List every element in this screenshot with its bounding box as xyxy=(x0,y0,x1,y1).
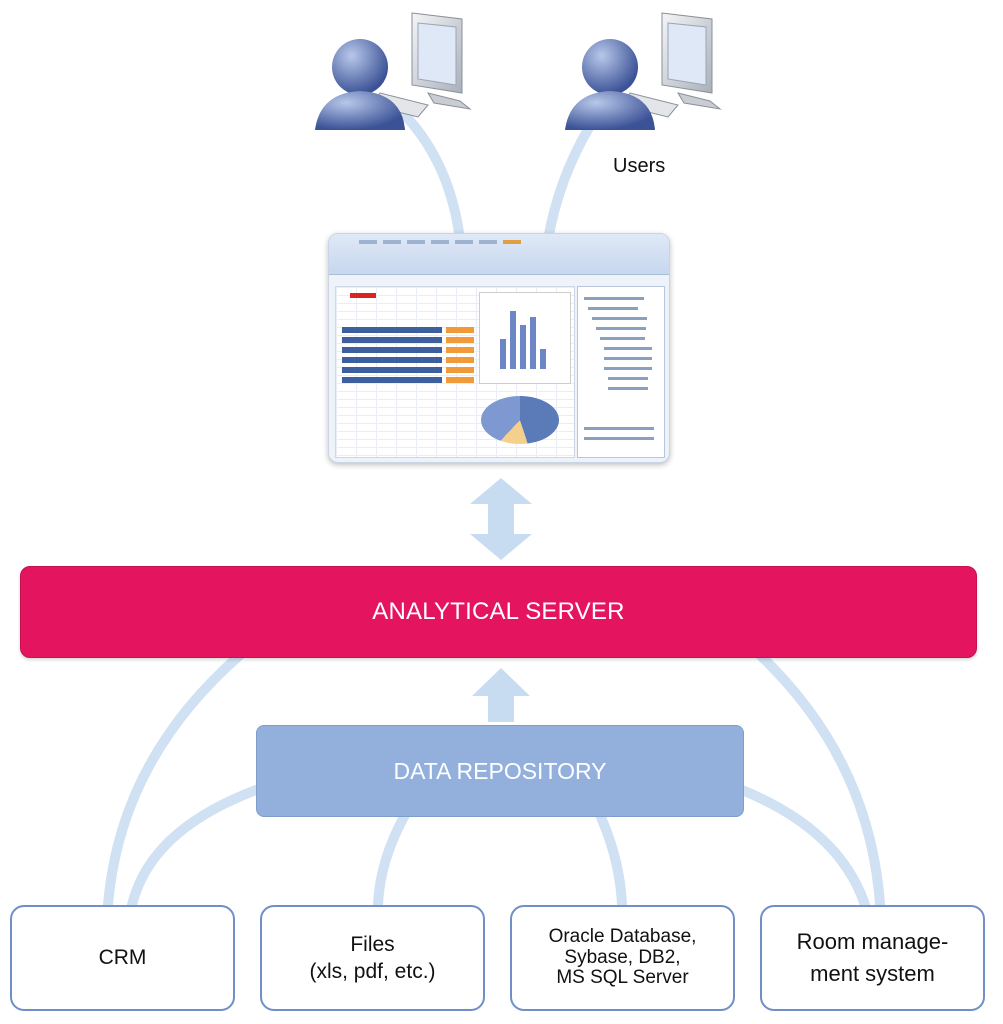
connector-room-to-repo xyxy=(737,785,870,910)
connector-crm-to-server xyxy=(103,650,245,910)
bidirectional-arrow-icon xyxy=(470,478,532,560)
monitor-icon xyxy=(411,12,472,110)
connector-room-to-server xyxy=(755,650,885,910)
source-databases-box: Oracle Database, Sybase, DB2, MS SQL Ser… xyxy=(510,905,735,1011)
spreadsheet-screenshot xyxy=(328,233,670,463)
person-icon xyxy=(565,39,655,130)
source-files-box: Files (xls, pdf, etc.) xyxy=(260,905,485,1011)
connector-oracle-to-repo xyxy=(595,810,627,910)
connector-files-to-repo xyxy=(373,810,410,910)
source-crm-box: CRM xyxy=(10,905,235,1011)
connector-user-left xyxy=(395,105,465,245)
worksheet xyxy=(335,286,575,458)
connector-crm-to-repo xyxy=(127,785,261,910)
users-label: Users xyxy=(613,155,666,177)
source-room-management-box: Room manage- ment system xyxy=(760,905,985,1011)
up-arrow-icon xyxy=(472,668,530,722)
monitor-icon xyxy=(661,12,722,110)
user-workstation-icon xyxy=(565,12,722,130)
analytical-server-box: ANALYTICAL SERVER xyxy=(20,566,977,658)
data-repository-box: DATA REPOSITORY xyxy=(256,725,744,817)
embedded-pie-chart xyxy=(481,396,559,444)
side-panel xyxy=(577,286,665,458)
ribbon-toolbar xyxy=(329,234,669,275)
person-icon xyxy=(315,39,405,130)
user-workstation-icon xyxy=(315,12,472,130)
embedded-bar-chart xyxy=(479,292,571,384)
